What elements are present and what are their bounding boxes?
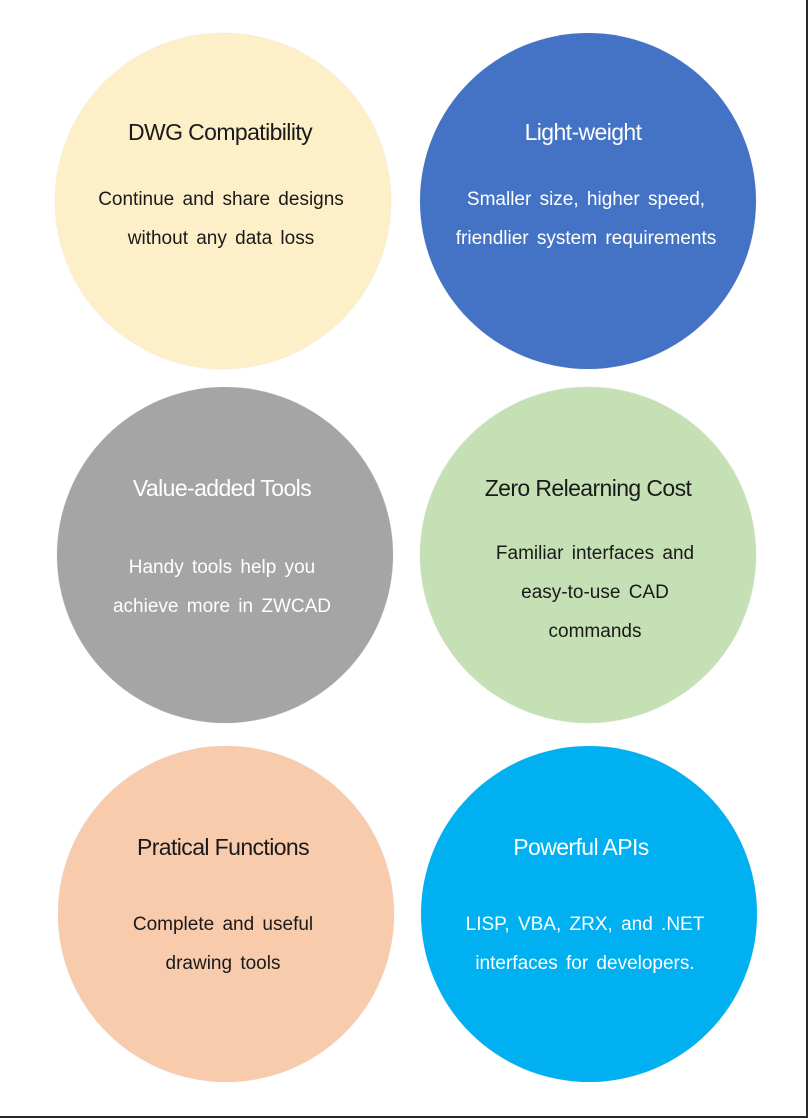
feature-title: Zero Relearning Cost bbox=[484, 475, 692, 501]
feature-description-line: commands bbox=[548, 621, 642, 642]
feature-circle-zero-relearning-cost: Zero Relearning Cost Familiar interfaces… bbox=[420, 387, 756, 723]
feature-circle-light-weight: Light-weight Smaller size, higher speed,… bbox=[420, 33, 756, 369]
feature-description: Handy tools help you achieve more in ZWC… bbox=[51, 548, 393, 626]
feature-title: Powerful APIs bbox=[513, 834, 649, 860]
feature-title: Value-added Tools bbox=[132, 475, 312, 501]
feature-circle-powerful-apis: Powerful APIs LISP, VBA, ZRX, and .NET i… bbox=[421, 746, 757, 1082]
feature-description: Familiar interfaces and easy-to-use CAD … bbox=[434, 534, 756, 651]
feature-description-line: Continue and share designs bbox=[98, 189, 344, 210]
feature-title: DWG Compatibility bbox=[127, 119, 313, 145]
feature-circle-dwg-compatibility: DWG Compatibility Continue and share des… bbox=[55, 33, 391, 369]
feature-description-line: Handy tools help you bbox=[128, 557, 316, 578]
feature-description-line: Familiar interfaces and bbox=[495, 543, 695, 564]
feature-description-line: interfaces for developers. bbox=[475, 953, 695, 974]
feature-description: LISP, VBA, ZRX, and .NET interfaces for … bbox=[413, 905, 757, 983]
feature-description-line: Smaller size, higher speed, bbox=[466, 189, 706, 210]
feature-circle-pratical-functions: Pratical Functions Complete and useful d… bbox=[58, 746, 394, 1082]
feature-circle-value-added-tools: Value-added Tools Handy tools help you a… bbox=[57, 387, 393, 723]
feature-description-line: Complete and useful bbox=[132, 914, 314, 935]
feature-description-line: without any data loss bbox=[127, 228, 315, 249]
feature-title: Light-weight bbox=[524, 119, 642, 145]
feature-description-line: friendlier system requirements bbox=[455, 228, 717, 249]
feature-description: Continue and share designs without any d… bbox=[51, 180, 391, 258]
feature-description-line: LISP, VBA, ZRX, and .NET bbox=[465, 914, 705, 935]
feature-description-line: easy-to-use CAD bbox=[521, 582, 669, 603]
feature-description: Smaller size, higher speed, friendlier s… bbox=[416, 180, 756, 258]
feature-title: Pratical Functions bbox=[137, 834, 310, 860]
feature-description-line: drawing tools bbox=[165, 953, 281, 974]
feature-description-line: achieve more in ZWCAD bbox=[112, 596, 332, 617]
feature-description: Complete and useful drawing tools bbox=[52, 905, 394, 983]
